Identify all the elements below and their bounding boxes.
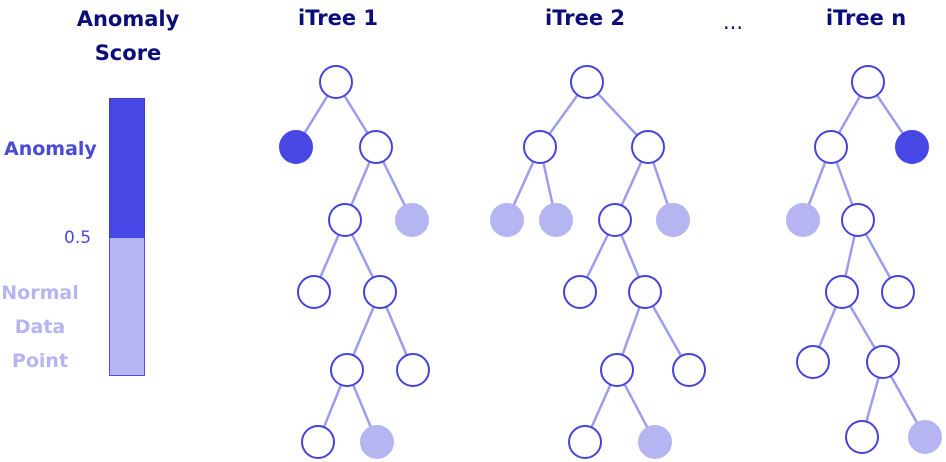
itree-2-node [628,275,662,309]
itree-1-node [396,353,430,387]
anomaly-label: Anomaly [4,138,97,160]
itree-1-node [359,130,393,164]
itree-n-node [814,130,848,164]
itree-1-node [297,275,331,309]
itree-n-nodes [786,65,942,454]
itree-n-node [845,420,879,454]
itree-1-node [328,203,362,237]
itree-n-node [866,345,900,379]
ellipsis: ... [722,10,744,34]
itree-1-title: iTree 1 [298,6,378,30]
itree-2 [490,65,706,459]
itree-1-node [330,353,364,387]
anomaly-score-title-line2: Score [94,41,162,65]
itree-n-normal-leaf [786,203,820,237]
itree-n-node [825,275,859,309]
itree-1-normal-leaf [360,425,394,459]
itree-1-node [363,275,397,309]
itree-1-nodes [279,65,430,459]
itree-2-node [598,203,632,237]
itree-2-node [523,130,557,164]
itree-2-normal-leaf [656,203,690,237]
itree-1-edges [294,81,415,443]
itree-2-nodes [490,65,706,459]
score-bar-anomaly-segment [109,98,145,238]
itree-2-node [631,130,665,164]
normal-label-line3: Point [11,350,69,372]
itree-n [786,65,942,454]
anomaly-score-title-line1: Anomaly [76,7,180,31]
itree-n-title: iTree n [825,6,907,30]
itree-n-anomaly-leaf [895,130,929,164]
itree-n-normal-leaf [908,420,942,454]
itree-2-title: iTree 2 [545,6,625,30]
itree-2-node [600,353,634,387]
itree-2-normal-leaf [539,203,573,237]
itree-2-node [568,425,602,459]
itree-2-normal-leaf [638,425,672,459]
itree-1-anomaly-leaf [279,130,313,164]
itree-1-node [301,425,335,459]
itree-1-normal-leaf [395,203,429,237]
normal-label-line1: Normal [1,282,79,304]
itree-2-node [672,353,706,387]
anomaly-score-title: Anomaly Score [60,2,196,70]
threshold-label: 0.5 [64,228,92,248]
itree-1 [279,65,430,459]
itree-n-node [881,275,915,309]
itree-n-node [796,345,830,379]
normal-data-point-label: Normal Data Point [0,276,80,378]
itree-2-normal-leaf [490,203,524,237]
itree-2-node [570,65,604,99]
itree-2-node [563,275,597,309]
itree-n-node [841,203,875,237]
score-bar-normal-segment [109,238,145,376]
itree-n-node [851,65,885,99]
itree-1-node [319,65,353,99]
normal-label-line2: Data [14,316,66,338]
